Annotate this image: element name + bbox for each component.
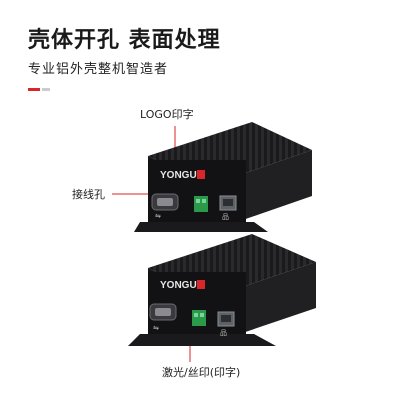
callout-printing-label: 激光/丝印(印字) [162, 366, 241, 379]
top-device: YONGU ⇋ 品 [134, 122, 312, 232]
page-subtitle: 专业铝外壳整机智造者 [28, 62, 169, 77]
bottom-device-network-icon: 品 [220, 329, 227, 337]
accent-divider [28, 88, 40, 91]
callout-port-hole-label: 接线孔 [72, 188, 105, 201]
bottom-device-logo-mark [197, 280, 205, 289]
top-device-flange [134, 222, 268, 232]
top-device-network-icon: 品 [222, 213, 229, 221]
top-device-logo-mark [197, 170, 205, 179]
bottom-device: YONGU ⇋ 品 [128, 234, 316, 346]
accent-divider-secondary [42, 88, 50, 91]
top-device-terminal-block [194, 196, 208, 212]
bottom-device-logo-text: YONGU [160, 280, 197, 291]
bottom-device-terminal-block [192, 310, 206, 326]
bottom-device-flange [128, 334, 276, 346]
callout-logo-label: LOGO印字 [140, 108, 194, 121]
top-device-usb-icon: ⇋ [155, 212, 161, 220]
top-device-logo-text: YONGU [160, 170, 197, 181]
page-title: 壳体开孔 表面处理 [28, 28, 221, 53]
bottom-device-usb-icon: ⇋ [153, 324, 159, 332]
